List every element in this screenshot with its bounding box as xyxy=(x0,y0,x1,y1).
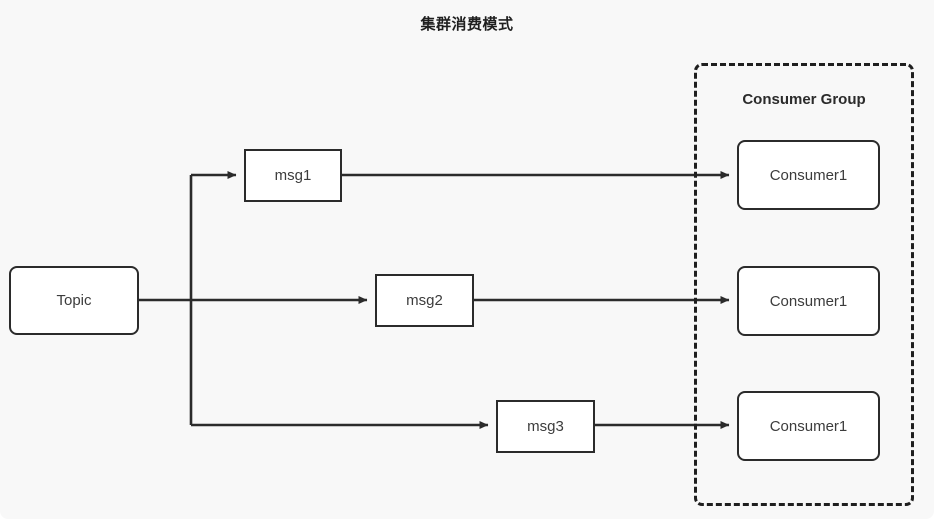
node-consumer-1[interactable]: Consumer1 xyxy=(737,140,880,210)
node-consumer-3[interactable]: Consumer1 xyxy=(737,391,880,461)
consumer-group-label: Consumer Group xyxy=(742,91,866,108)
consumer-group-container xyxy=(694,63,914,506)
node-msg1[interactable]: msg1 xyxy=(244,149,342,202)
page-title: 集群消费模式 xyxy=(420,16,514,33)
node-msg2[interactable]: msg2 xyxy=(375,274,474,327)
node-consumer-2[interactable]: Consumer1 xyxy=(737,266,880,336)
node-topic[interactable]: Topic xyxy=(9,266,139,335)
node-msg3[interactable]: msg3 xyxy=(496,400,595,453)
